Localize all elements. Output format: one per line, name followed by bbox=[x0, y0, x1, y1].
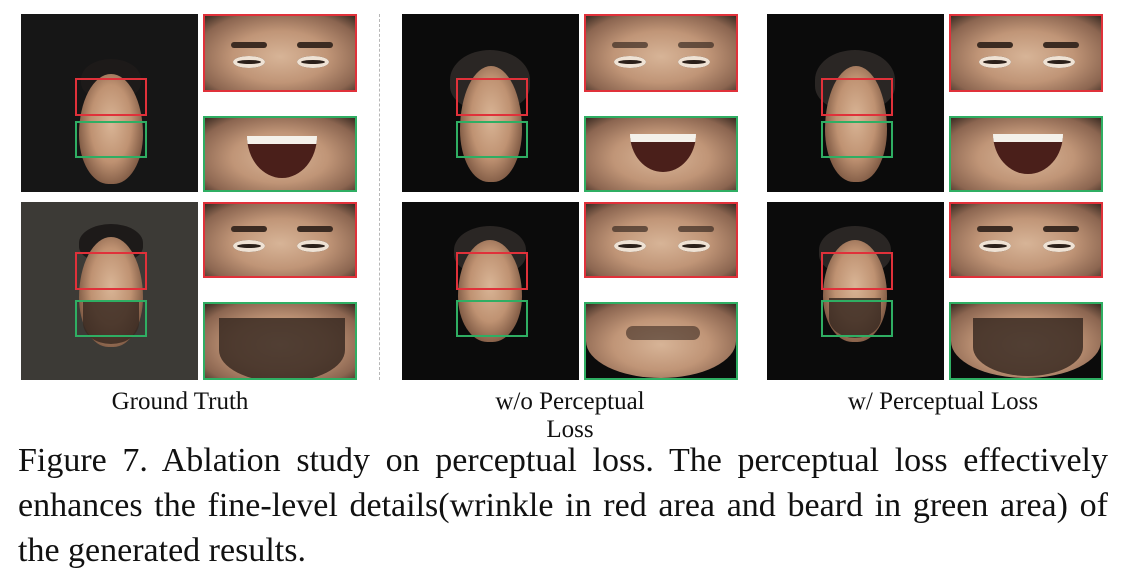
panel-label-without-perceptual-loss: w/o Perceptual Loss bbox=[495, 388, 645, 443]
green-region-box bbox=[75, 121, 147, 158]
with-loss-image-top bbox=[767, 14, 944, 192]
without-loss-image-bottom bbox=[402, 202, 579, 380]
ground-truth-crop-mouth-top bbox=[203, 116, 357, 192]
with-loss-crop-eyes-top bbox=[949, 14, 1103, 92]
red-region-box bbox=[456, 252, 528, 290]
without-loss-crop-eyes-bottom bbox=[584, 202, 738, 278]
panel-label-ground-truth: Ground Truth bbox=[111, 388, 249, 415]
ground-truth-crop-eyes-bottom bbox=[203, 202, 357, 278]
with-loss-crop-beard-bottom bbox=[949, 302, 1103, 380]
green-region-box bbox=[456, 300, 528, 337]
green-region-box bbox=[821, 300, 893, 337]
red-region-box bbox=[75, 78, 147, 116]
red-region-box bbox=[821, 78, 893, 116]
without-loss-crop-beard-bottom bbox=[584, 302, 738, 380]
ground-truth-crop-eyes-top bbox=[203, 14, 357, 92]
green-region-box bbox=[75, 300, 147, 337]
red-region-box bbox=[456, 78, 528, 116]
ground-truth-image-top bbox=[21, 14, 198, 192]
figure-caption: Figure 7. Ablation study on perceptual l… bbox=[18, 442, 1108, 569]
without-loss-crop-mouth-top bbox=[584, 116, 738, 192]
with-loss-crop-eyes-bottom bbox=[949, 202, 1103, 278]
with-loss-crop-mouth-top bbox=[949, 116, 1103, 192]
without-loss-image-top bbox=[402, 14, 579, 192]
ground-truth-crop-beard-bottom bbox=[203, 302, 357, 380]
green-region-box bbox=[821, 121, 893, 158]
panel-divider bbox=[379, 14, 380, 380]
figure: Ground Truth bbox=[21, 14, 1103, 443]
green-region-box bbox=[456, 121, 528, 158]
panel-label-with-perceptual-loss: w/ Perceptual Loss bbox=[847, 388, 1039, 415]
without-loss-crop-eyes-top bbox=[584, 14, 738, 92]
with-loss-image-bottom bbox=[767, 202, 944, 380]
red-region-box bbox=[75, 252, 147, 290]
red-region-box bbox=[821, 252, 893, 290]
ground-truth-image-bottom bbox=[21, 202, 198, 380]
